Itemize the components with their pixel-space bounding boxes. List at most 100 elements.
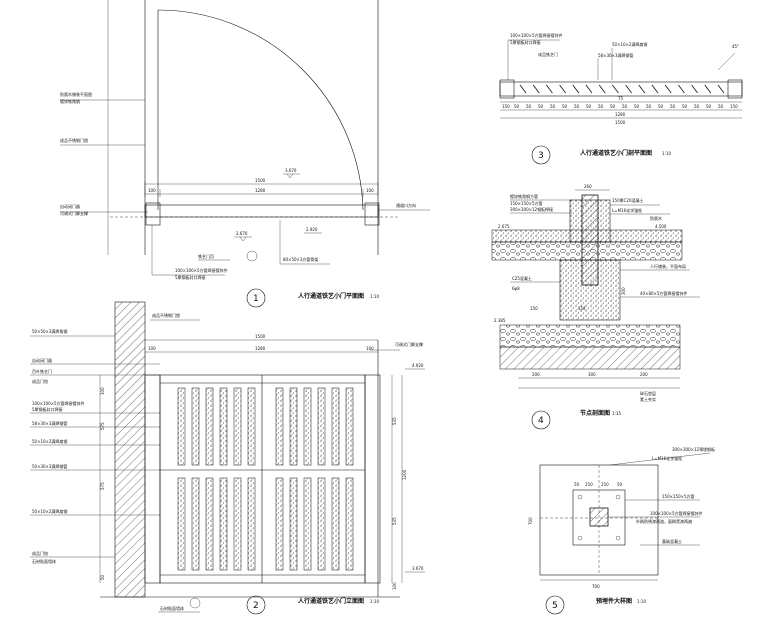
- plan-level-top: 3.670: [285, 168, 297, 173]
- gate-slat: [331, 387, 340, 466]
- gate-slat: [177, 387, 186, 466]
- section-slat: [625, 84, 632, 94]
- gate-slat: [275, 387, 284, 466]
- svg-text:成品铁艺门: 成品铁艺门: [538, 51, 558, 57]
- svg-text:50×10×2满焊扁钢: 50×10×2满焊扁钢: [32, 438, 67, 444]
- section-slats: [519, 84, 725, 94]
- door-swing-arc: [157, 9, 364, 211]
- svg-text:成品不锈钢门锁: 成品不锈钢门锁: [152, 312, 180, 318]
- svg-text:100: 100: [366, 346, 374, 351]
- svg-text:防腐木: 防腐木: [650, 215, 662, 221]
- gate-slat: [289, 477, 298, 571]
- anchor-bolt-4: [615, 535, 621, 541]
- section-slat: [612, 84, 619, 94]
- node-level-top-left: 2.675: [498, 224, 510, 229]
- plan-dim-inner: 1280: [255, 188, 266, 193]
- svg-text:200: 200: [640, 372, 648, 377]
- svg-text:58×30×3满焊钢管: 58×30×3满焊钢管: [598, 52, 633, 58]
- gate-slat: [317, 477, 326, 571]
- gate-slat: [191, 387, 200, 466]
- section-slat-dim: 50: [514, 104, 520, 109]
- anchor-bolt-3: [577, 535, 583, 541]
- gate-slat: [289, 387, 298, 466]
- svg-text:100×100×5方管焊接镀锌件: 100×100×5方管焊接镀锌件: [650, 510, 703, 516]
- section-slat: [598, 84, 606, 94]
- drawing-4-node-section: 200 300 200 260 154 150 300 2.675 4.500 …: [491, 184, 700, 430]
- embed-leaders: 300×300×12预埋钢板 L=M16化学锚栓 150×150×5方管 100…: [608, 446, 715, 546]
- drawing-5-embedded-part: 700 700 50 150 150 50 300×300×12预埋钢板 L=M…: [528, 446, 715, 615]
- elev-post-right: [364, 374, 381, 584]
- section-slat-dim: 50: [694, 104, 700, 109]
- svg-text:100×100×5方管焊接镀锌件: 100×100×5方管焊接镀锌件: [510, 32, 563, 38]
- section-slat: [704, 84, 712, 94]
- svg-text:535: 535: [392, 517, 397, 525]
- section-slat: [651, 84, 659, 94]
- svg-text:人行铺装，平面布局: 人行铺装，平面布局: [650, 263, 686, 269]
- svg-text:50×10×2满焊扁钢: 50×10×2满焊扁钢: [32, 508, 67, 514]
- drawing-4-number: 4: [538, 416, 544, 426]
- svg-text:150: 150: [585, 482, 593, 487]
- svg-text:可调式门脚支撑: 可调式门脚支撑: [395, 341, 423, 347]
- node-level-bottom: 2.385: [494, 318, 506, 323]
- section-slat: [717, 84, 725, 94]
- svg-text:150×150×5方管: 150×150×5方管: [510, 200, 543, 206]
- svg-text:150: 150: [530, 306, 538, 311]
- section-slat-dim: 50: [706, 104, 712, 109]
- elev-level-top: 4.920: [412, 363, 424, 368]
- section-slat-dim: 50: [610, 104, 616, 109]
- plan-leaders-bottom: 100×100×5方管焊接镀锌件 5厚钢板封口焊接 铁艺门页 80×50×3方管…: [151, 202, 430, 280]
- section-slat-dim: 50: [550, 104, 556, 109]
- svg-text:镀锌铁角钢: 镀锌铁角钢: [60, 98, 80, 104]
- plan-dim-right: 100: [366, 188, 374, 193]
- svg-text:通道口方向: 通道口方向: [396, 202, 416, 208]
- svg-text:75: 75: [618, 96, 624, 101]
- svg-text:575: 575: [100, 422, 105, 430]
- svg-text:300: 300: [588, 372, 596, 377]
- section-slat-dim: 50: [598, 104, 604, 109]
- svg-text:150厚C20混凝土: 150厚C20混凝土: [612, 197, 644, 203]
- section-slat-dim: 50: [682, 104, 688, 109]
- drawing-4-scale: 1:15: [612, 411, 621, 416]
- drawing-2-scale: 1:10: [370, 599, 379, 604]
- drawing-1-plan: 1500 1280 100 100 3.670 2.670 2.920 防腐木铺…: [60, 0, 430, 308]
- post-right: [364, 202, 380, 226]
- section-slat-dim: 50: [586, 104, 592, 109]
- gate-slat: [205, 477, 214, 571]
- svg-text:200: 200: [532, 372, 540, 377]
- gate-slat: [303, 387, 312, 466]
- svg-text:成品不锈钢门锁: 成品不锈钢门锁: [60, 137, 88, 143]
- concrete-footing: [559, 259, 621, 321]
- svg-text:L=M16化学锚栓: L=M16化学锚栓: [612, 207, 642, 213]
- svg-text:素土夯实: 素土夯实: [640, 396, 656, 402]
- door-leaf-closed: [144, 204, 379, 218]
- plan-level-right: 2.920: [306, 227, 318, 232]
- svg-text:50: 50: [100, 574, 105, 580]
- elev-leaders-left: 50×50×3满焊角钢 成品不锈钢门锁 自动闭门器 百叶铁艺门 成品门铰 100…: [30, 312, 423, 613]
- drawing-1-title: 人行通道铁艺小门平面图: [298, 292, 364, 300]
- svg-text:石材贴面墙体: 石材贴面墙体: [32, 558, 56, 564]
- section-slat-dim: 150: [730, 104, 738, 109]
- gate-slat: [345, 387, 354, 466]
- drawing-2-elevation: 1500 1280 100 100 535 535 1200 100 100 5…: [30, 301, 425, 615]
- elev-dim-inner: 1280: [255, 346, 266, 351]
- svg-text:260: 260: [584, 184, 592, 189]
- gate-slat: [233, 477, 242, 571]
- sec-dim-inner: 1280: [615, 112, 626, 117]
- svg-text:1200: 1200: [402, 469, 407, 480]
- plan-level-left: 2.670: [236, 231, 248, 236]
- svg-text:535: 535: [392, 417, 397, 425]
- section-slat-dim: 50: [658, 104, 664, 109]
- section-slat: [546, 84, 553, 94]
- svg-text:45°: 45°: [732, 44, 739, 49]
- svg-text:5厚钢板封口焊接: 5厚钢板封口焊接: [510, 39, 541, 45]
- section-marker-1: [246, 250, 258, 262]
- svg-text:50×30×3满焊钢管: 50×30×3满焊钢管: [32, 463, 67, 469]
- gate-slat: [177, 477, 186, 571]
- section-slat: [585, 84, 593, 94]
- anchor-bolt-2: [615, 494, 621, 500]
- svg-text:100: 100: [100, 387, 105, 395]
- elev-post-left: [144, 374, 161, 584]
- svg-text:50: 50: [617, 482, 623, 487]
- svg-text:300: 300: [621, 287, 626, 295]
- svg-text:碎石垫层: 碎石垫层: [640, 390, 656, 396]
